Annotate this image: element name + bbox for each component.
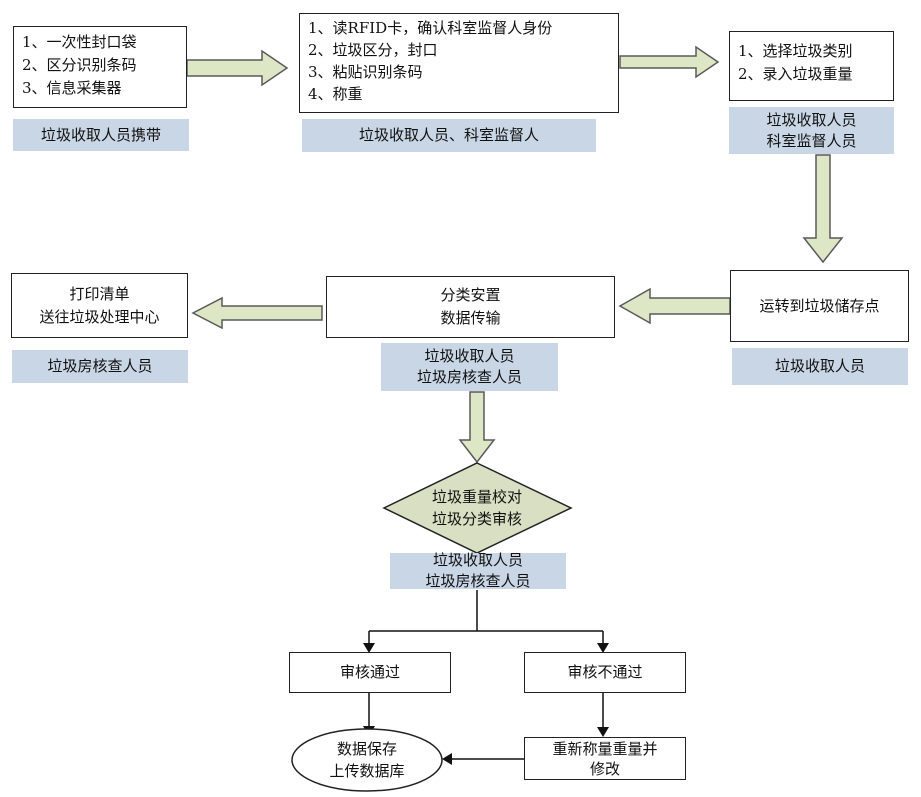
step6-role-label: 垃圾房核查人员 xyxy=(12,350,188,383)
step2-item-1: 1、读RFID卡，确认科室监督人身份 xyxy=(308,19,553,37)
save-line-1: 数据保存 xyxy=(336,740,397,758)
thin-connectors xyxy=(368,590,604,760)
step5-box: 分类安置 数据传输 xyxy=(326,276,615,338)
step5-line-2: 数据传输 xyxy=(440,309,501,327)
save-text: 数据保存 上传数据库 xyxy=(302,738,432,782)
step3-role-line-1: 垃圾收取人员 xyxy=(766,110,857,129)
step1-role-text: 垃圾收取人员携带 xyxy=(40,125,161,144)
step5-role-line-1: 垃圾收取人员 xyxy=(424,347,515,365)
fat-arrow-step5-to-step6 xyxy=(191,296,323,330)
step3-role-label: 垃圾收取人员 科室监督人员 xyxy=(729,107,894,154)
pass-box: 审核通过 xyxy=(289,652,451,693)
fix-box: 重新称量重量并 修改 xyxy=(524,737,686,780)
step5-line-1: 分类安置 xyxy=(440,286,501,304)
pass-text: 审核通过 xyxy=(339,663,400,681)
step2-role-text: 垃圾收取人员、科室监督人 xyxy=(358,126,539,144)
decision-role-line-1: 垃圾收取人员 xyxy=(432,551,523,569)
step4-role-text: 垃圾收取人员 xyxy=(774,357,865,375)
step1-role-label: 垃圾收取人员携带 xyxy=(13,119,189,151)
step2-role-label: 垃圾收取人员、科室监督人 xyxy=(302,119,596,152)
fat-arrow-step2-to-step3 xyxy=(619,45,720,79)
step3-role-line-2: 科室监督人员 xyxy=(766,131,857,150)
step2-item-4: 4、称重 xyxy=(308,85,363,103)
step3-box: 1、选择垃圾类别 2、录入垃圾重量 xyxy=(729,31,894,101)
step4-text: 运转到垃圾储存点 xyxy=(759,296,880,315)
step5-role-line-2: 垃圾房核查人员 xyxy=(416,368,522,386)
fix-line-2: 修改 xyxy=(589,759,620,778)
decision-line-1: 垃圾重量校对 xyxy=(431,488,522,506)
fix-line-1: 重新称量重量并 xyxy=(552,739,658,758)
decision-role-line-2: 垃圾房核查人员 xyxy=(425,572,531,590)
step2-item-3: 3、粘贴识别条码 xyxy=(308,63,423,81)
step6-line-2: 送往垃圾处理中心 xyxy=(39,307,160,326)
fail-text: 审核不通过 xyxy=(567,663,643,681)
fail-box: 审核不通过 xyxy=(524,652,686,693)
decision-role-label: 垃圾收取人员 垃圾房核查人员 xyxy=(390,551,566,590)
step3-item-1: 1、选择垃圾类别 xyxy=(738,42,853,60)
decision-text: 垃圾重量校对 垃圾分类审核 xyxy=(404,483,550,533)
step2-item-2: 2、垃圾区分，封口 xyxy=(308,41,438,59)
step4-box: 运转到垃圾储存点 xyxy=(730,270,909,342)
fat-arrow-step5-to-decision xyxy=(458,391,496,464)
step3-item-2: 2、录入垃圾重量 xyxy=(738,65,853,83)
fat-arrow-step3-to-step4 xyxy=(802,154,844,264)
step6-line-1: 打印清单 xyxy=(69,284,130,303)
fat-arrow-step1-to-step2 xyxy=(186,49,289,87)
step2-box: 1、读RFID卡，确认科室监督人身份 2、垃圾区分，封口 3、粘贴识别条码 4、… xyxy=(299,13,619,113)
step6-box: 打印清单 送往垃圾处理中心 xyxy=(11,273,188,338)
step4-role-label: 垃圾收取人员 xyxy=(732,348,908,385)
save-ellipse xyxy=(291,728,443,792)
step1-item-2: 2、区分识别条码 xyxy=(22,56,137,74)
step1-item-3: 3、信息采集器 xyxy=(22,79,122,97)
step5-role-label: 垃圾收取人员 垃圾房核查人员 xyxy=(381,343,558,391)
decision-line-2: 垃圾分类审核 xyxy=(431,510,522,528)
step1-item-1: 1、一次性封口袋 xyxy=(22,33,137,51)
step1-box: 1、一次性封口袋 2、区分识别条码 3、信息采集器 xyxy=(13,26,187,108)
fat-arrow-step4-to-step5 xyxy=(618,287,731,325)
step6-role-text: 垃圾房核查人员 xyxy=(47,357,153,375)
save-line-2: 上传数据库 xyxy=(329,762,405,780)
